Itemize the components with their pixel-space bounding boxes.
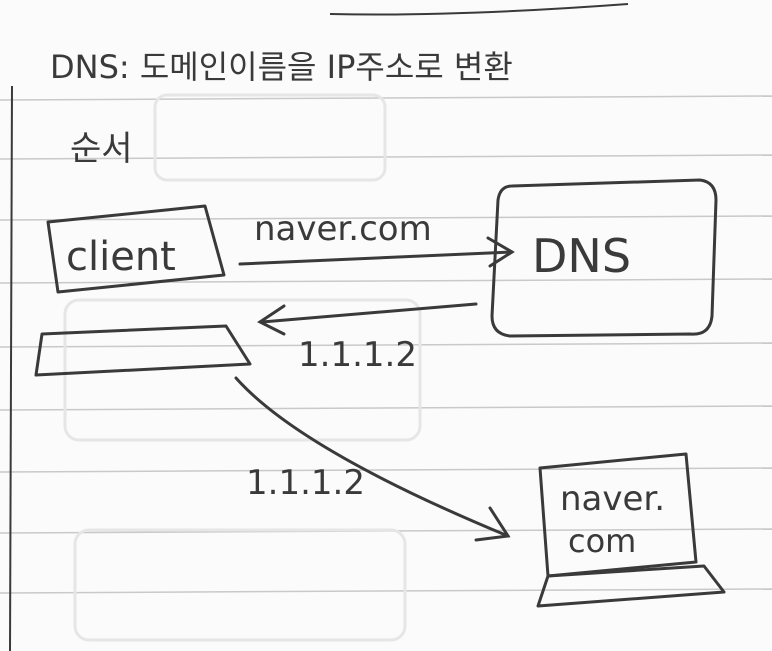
server-label-line1: naver.: [560, 479, 665, 519]
dns-label: DNS: [532, 229, 631, 283]
dns-box: [490, 178, 718, 338]
server-label-line2: com: [568, 522, 636, 560]
top-pen-line: [329, 3, 629, 16]
ruled-lines: [0, 95, 772, 594]
server-laptop: [536, 452, 726, 608]
query-arrow: [238, 236, 515, 268]
connect-arrow: [234, 376, 511, 542]
response-arrow: [257, 302, 478, 336]
client-laptop: [34, 204, 252, 377]
client-base: [34, 324, 252, 377]
bleed-through-ghosts: [63, 93, 422, 642]
server-screen: [538, 452, 698, 578]
client-screen: [46, 204, 226, 294]
response-arrow-label: 1.1.1.2: [298, 335, 417, 375]
page-title: DNS: 도메인이름을 IP주소로 변환: [50, 48, 513, 86]
client-label: client: [66, 234, 176, 280]
server-base: [536, 564, 726, 608]
direction-label: 순서: [70, 129, 133, 169]
margin-line: [9, 85, 13, 651]
connect-arrow-label: 1.1.1.2: [246, 463, 365, 503]
query-arrow-label: naver.com: [254, 209, 432, 249]
